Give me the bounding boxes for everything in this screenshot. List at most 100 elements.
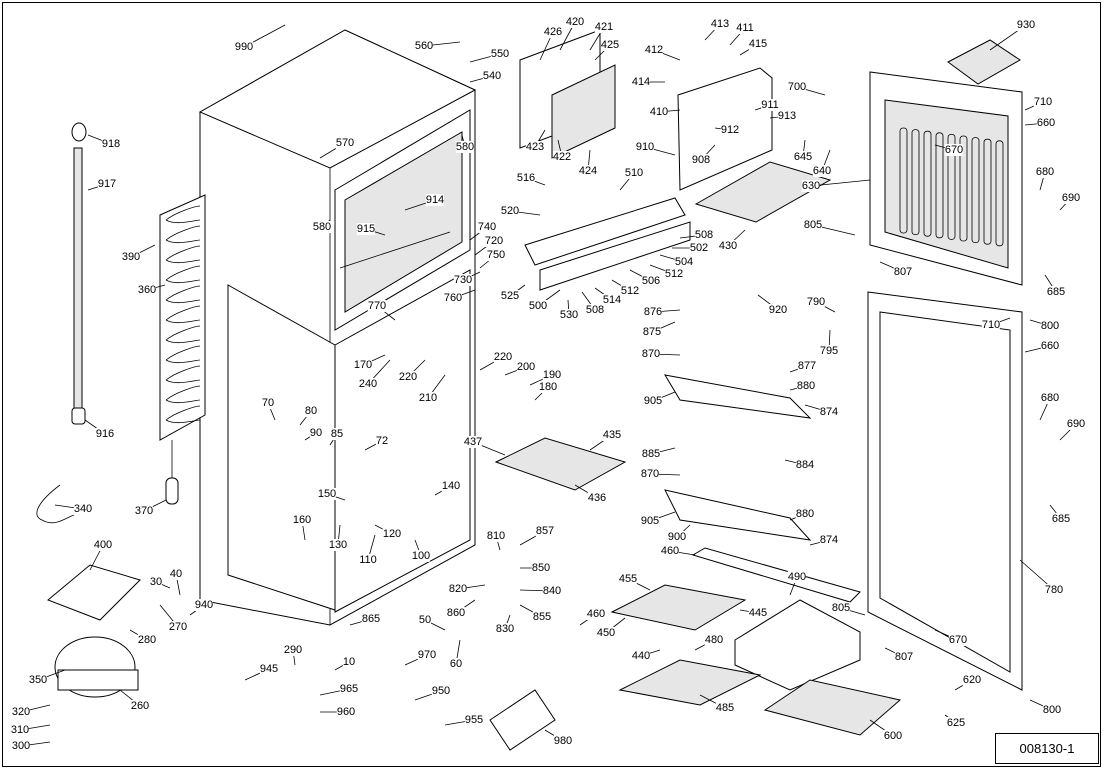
part-label: 460: [660, 545, 680, 557]
part-label: 914: [425, 194, 445, 206]
part-label: 710: [981, 319, 1001, 331]
part-label: 807: [893, 266, 913, 278]
part-label: 870: [640, 468, 660, 480]
part-label: 525: [500, 290, 520, 302]
part-label: 900: [667, 531, 687, 543]
part-label: 970: [417, 649, 437, 661]
part-label: 660: [1040, 340, 1060, 352]
part-label: 820: [448, 583, 468, 595]
part-label: 130: [328, 539, 348, 551]
cabinet-body: [198, 29, 477, 626]
part-label: 965: [339, 683, 359, 695]
part-label: 410: [649, 106, 669, 118]
part-label: 865: [361, 613, 381, 625]
part-label: 140: [441, 480, 461, 492]
part-label: 877: [797, 360, 817, 372]
part-label: 421: [594, 21, 614, 33]
part-label: 440: [631, 650, 651, 662]
part-label: 435: [602, 429, 622, 441]
part-label: 420: [565, 16, 585, 28]
part-label: 690: [1061, 192, 1081, 204]
part-label: 670: [944, 144, 964, 156]
part-label: 905: [640, 515, 660, 527]
part-label: 502: [689, 242, 709, 254]
fridge-door: [867, 291, 1023, 691]
drawing-code: 008130-1: [1019, 741, 1075, 756]
part-label: 411: [736, 22, 754, 34]
part-label: 840: [542, 585, 562, 597]
part-label: 940: [194, 599, 214, 611]
part-label: 430: [718, 240, 738, 252]
part-label: 85: [330, 428, 344, 440]
part-label: 415: [748, 38, 768, 50]
part-label: 180: [538, 381, 558, 393]
part-label: 915: [356, 223, 376, 235]
part-label: 500: [528, 300, 548, 312]
part-label: 884: [795, 459, 815, 471]
part-label: 580: [455, 141, 475, 153]
part-label: 795: [819, 345, 839, 357]
part-label: 436: [587, 492, 607, 504]
part-label: 506: [641, 275, 661, 287]
part-label: 880: [795, 508, 815, 520]
part-label: 480: [704, 634, 724, 646]
part-label: 960: [336, 706, 356, 718]
part-label: 911: [761, 99, 779, 111]
part-label: 512: [620, 285, 640, 297]
part-label: 423: [525, 141, 545, 153]
part-label: 340: [73, 503, 93, 515]
compressor: [54, 636, 139, 698]
part-label: 780: [1044, 584, 1064, 596]
part-label: 630: [801, 180, 821, 192]
part-label: 875: [642, 326, 662, 338]
part-label: 504: [674, 256, 694, 268]
part-label: 710: [1033, 96, 1053, 108]
part-label: 240: [358, 378, 378, 390]
part-label: 40: [169, 568, 183, 580]
part-label: 685: [1051, 513, 1071, 525]
drawing-code-box: 008130-1: [995, 733, 1099, 764]
part-label: 740: [477, 221, 497, 233]
part-label: 455: [618, 573, 638, 585]
part-label: 680: [1040, 392, 1060, 404]
part-label: 870: [641, 348, 661, 360]
part-label: 917: [97, 178, 117, 190]
part-label: 270: [168, 621, 188, 633]
part-label: 350: [28, 674, 48, 686]
part-label: 220: [398, 371, 418, 383]
part-label: 320: [11, 706, 31, 718]
part-label: 412: [644, 44, 664, 56]
part-label: 874: [819, 406, 839, 418]
part-label: 100: [411, 550, 431, 562]
freezer-door: [869, 71, 1023, 286]
part-label: 450: [596, 627, 616, 639]
part-label: 807: [894, 651, 914, 663]
drain-heater-pipe: [71, 122, 87, 425]
part-label: 790: [806, 296, 826, 308]
part-label: 760: [443, 292, 463, 304]
part-label: 980: [553, 735, 573, 747]
part-label: 880: [796, 380, 816, 392]
part-label: 80: [304, 405, 318, 417]
part-label: 220: [493, 351, 513, 363]
part-label: 150: [317, 488, 337, 500]
condenser-coil: [159, 194, 206, 505]
part-label: 170: [353, 359, 373, 371]
part-label: 280: [137, 634, 157, 646]
part-label: 885: [641, 448, 661, 460]
part-label: 860: [446, 607, 466, 619]
part-label: 120: [382, 528, 402, 540]
part-label: 916: [95, 428, 115, 440]
part-label: 300: [11, 740, 31, 752]
part-label: 560: [414, 40, 434, 52]
part-label: 730: [453, 274, 473, 286]
part-label: 310: [10, 724, 30, 736]
part-label: 855: [532, 611, 552, 623]
part-label: 830: [495, 623, 515, 635]
part-label: 30: [149, 576, 163, 588]
part-label: 918: [101, 138, 121, 150]
part-label: 90: [309, 427, 323, 439]
part-label: 10: [342, 656, 356, 668]
part-label: 514: [602, 294, 622, 306]
